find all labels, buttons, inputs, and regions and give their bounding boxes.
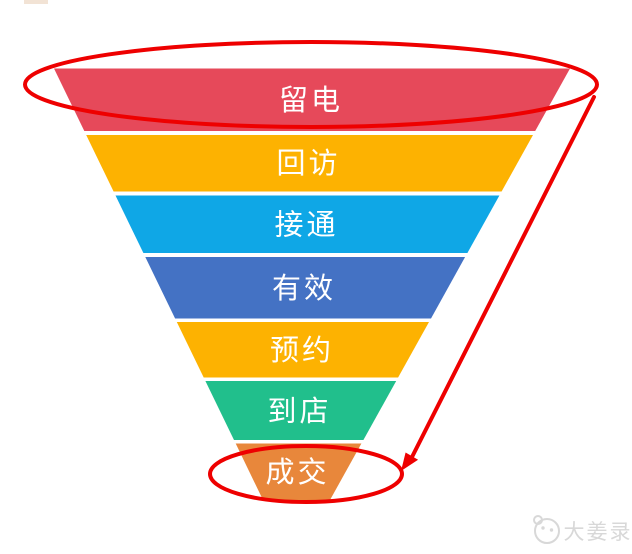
funnel-tier-4: [145, 257, 466, 319]
funnel-tier-5-label: 预约: [270, 334, 334, 367]
mascot-face-icon: [533, 515, 560, 544]
funnel-tier-2-label: 回访: [276, 147, 340, 180]
funnel-tier-7-label: 成交: [265, 456, 329, 489]
funnel-tier-5: [176, 322, 429, 378]
funnel-tier-4-label: 有效: [272, 272, 336, 305]
funnel-tier-7: [235, 443, 362, 500]
cropped-artifact: [24, 0, 48, 4]
funnel-tier-2: [86, 135, 533, 192]
funnel-tier-1: [54, 68, 570, 131]
funnel-tier-labels: 留电 回访 接通 有效 预约 到店 成交: [265, 84, 343, 489]
watermark: 大姜录: [533, 515, 632, 544]
funnel-tiers: [54, 68, 570, 500]
annotation-group: [23, 40, 599, 504]
annotation-arrow-line: [409, 95, 596, 461]
arrowhead-icon: [401, 452, 419, 471]
funnel-tier-6: [205, 381, 397, 440]
highlight-ellipse-bottom: [208, 444, 404, 504]
funnel-tier-3: [115, 195, 500, 253]
funnel-tier-3-label: 接通: [274, 209, 338, 242]
funnel-tier-6-label: 到店: [267, 395, 331, 428]
highlight-ellipse-top: [23, 40, 599, 129]
watermark-text: 大姜录: [564, 521, 632, 544]
funnel-tier-1-label: 留电: [279, 84, 343, 117]
